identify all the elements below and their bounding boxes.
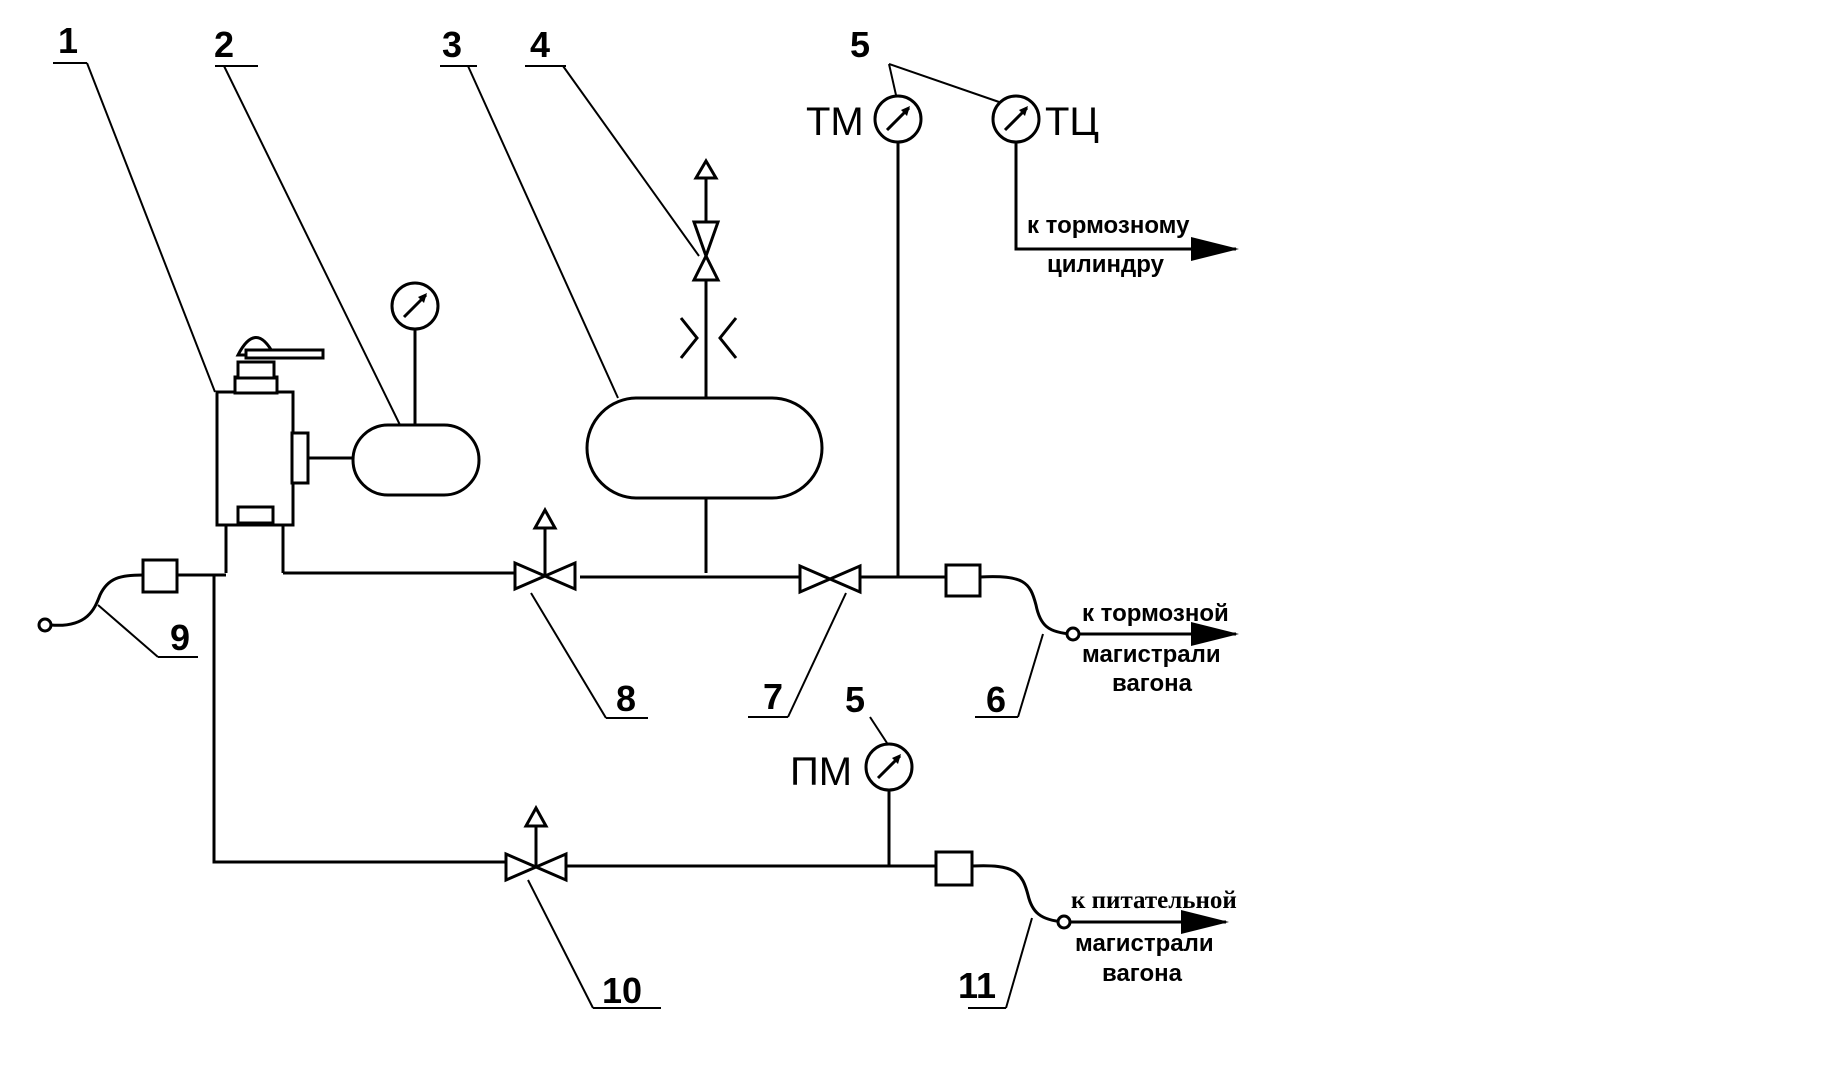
callout-10: 10 [527, 879, 661, 1011]
callout-7: 7 [748, 592, 847, 718]
note-feed-line3: вагона [1102, 960, 1183, 987]
note-cylinder-line1: к тормозному [1027, 212, 1190, 239]
callout-6: 6 [975, 633, 1044, 720]
coupling-11 [934, 850, 974, 887]
callout-number-10: 10 [602, 970, 642, 1011]
callout-number-7: 7 [763, 676, 783, 717]
callout-number-3: 3 [442, 24, 462, 65]
gauge-label-pm: ПМ [790, 750, 852, 794]
valve-8 [513, 506, 577, 592]
callout-4: 4 [525, 24, 700, 257]
brake-valve [215, 336, 325, 573]
discharge-valve [679, 158, 738, 398]
feed-main-line [212, 575, 1229, 934]
brake-main-line [283, 571, 1239, 646]
valve-10 [504, 804, 568, 883]
note-feed-line2: магистрали [1075, 930, 1214, 957]
callout-number-11: 11 [958, 965, 996, 1006]
callout-number-5-bottom: 5 [845, 679, 865, 720]
valve-7 [798, 563, 862, 595]
callout-2: 2 [214, 24, 401, 426]
gauge-pm: ПМ [790, 742, 914, 866]
callout-number-4: 4 [530, 24, 550, 65]
callout-number-6: 6 [986, 679, 1006, 720]
reservoir-gauge [390, 281, 440, 331]
callout-5-top: 5 [850, 24, 1003, 105]
gauge-label-tc: ТЦ [1045, 100, 1099, 144]
main-reservoir [585, 396, 824, 573]
callout-1: 1 [53, 20, 216, 393]
coupling-6 [944, 563, 982, 598]
callout-9: 9 [97, 604, 198, 658]
callout-3: 3 [440, 24, 619, 399]
equalizing-reservoir [308, 327, 481, 497]
callout-5-bottom: 5 [845, 679, 888, 744]
callout-number-1: 1 [58, 20, 78, 61]
callout-11: 11 [958, 917, 1033, 1009]
note-feed-line1: к питательной [1071, 887, 1237, 914]
callout-number-8: 8 [616, 678, 636, 719]
gauge-tc: ТЦ к тормозному цилиндру [991, 94, 1239, 278]
callout-number-9: 9 [170, 617, 190, 658]
note-brake-line1: к тормозной [1082, 600, 1229, 627]
note-brake-line2: магистрали [1082, 641, 1221, 668]
gauge-label-tm: ТМ [806, 100, 864, 144]
note-cylinder-line2: цилиндру [1047, 251, 1165, 278]
callout-number-2: 2 [214, 24, 234, 65]
callout-number-5-top: 5 [850, 24, 870, 65]
gauge-tm: ТМ [806, 94, 923, 577]
note-brake-line3: вагона [1112, 670, 1193, 697]
hose-9 [37, 558, 226, 633]
callout-8: 8 [530, 592, 648, 719]
